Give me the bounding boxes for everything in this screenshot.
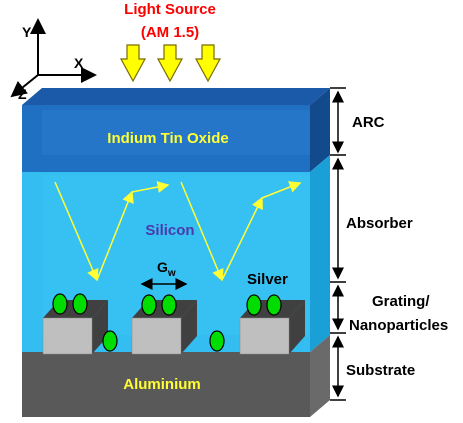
axis-x-label: X (74, 55, 84, 71)
ito-top-face (22, 88, 330, 105)
gw-label: Gw (157, 259, 176, 279)
nanoparticle (161, 294, 177, 316)
nanoparticle (246, 294, 262, 316)
substrate-side-face (310, 335, 330, 417)
grating-block (42, 317, 93, 355)
substrate-label: Aluminium (123, 376, 201, 393)
light-arrow-icon (119, 44, 147, 83)
nanoparticle (141, 294, 157, 316)
ito-label: Indium Tin Oxide (107, 130, 228, 147)
light-source-title: Light Source (124, 1, 216, 18)
grating-block-side (289, 300, 305, 354)
absorber-label: Absorber (346, 215, 413, 232)
nanoparticle (266, 294, 282, 316)
nanoparticle (102, 330, 118, 352)
light-arrows (119, 44, 222, 83)
axis-z-label: Z (18, 86, 27, 102)
grating-block-side (181, 300, 197, 354)
grating-block (131, 317, 182, 355)
grating-label-line1: Grating/ (372, 293, 430, 310)
grating-block (239, 317, 290, 355)
light-source-subtitle: (AM 1.5) (141, 24, 199, 41)
substrate-layer (22, 352, 310, 417)
nanoparticle (52, 293, 68, 315)
nanoparticle (72, 293, 88, 315)
grating-label-line2: Nanoparticles (349, 317, 448, 334)
coordinate-axes (10, 18, 97, 98)
light-arrow-icon (156, 44, 184, 83)
silver-label: Silver (247, 271, 288, 288)
silver-nanoparticles (52, 293, 282, 352)
substrate-bracket-label: Substrate (346, 362, 415, 379)
arc-label: ARC (352, 114, 385, 131)
light-arrow-icon (194, 44, 222, 83)
light-rays (54, 181, 302, 282)
ito-side-face (310, 88, 330, 172)
axis-y-label: Y (22, 24, 32, 40)
nanoparticle (209, 330, 225, 352)
layer-brackets (330, 87, 346, 401)
silicon-label: Silicon (145, 222, 194, 239)
silicon-side-face (310, 155, 330, 352)
